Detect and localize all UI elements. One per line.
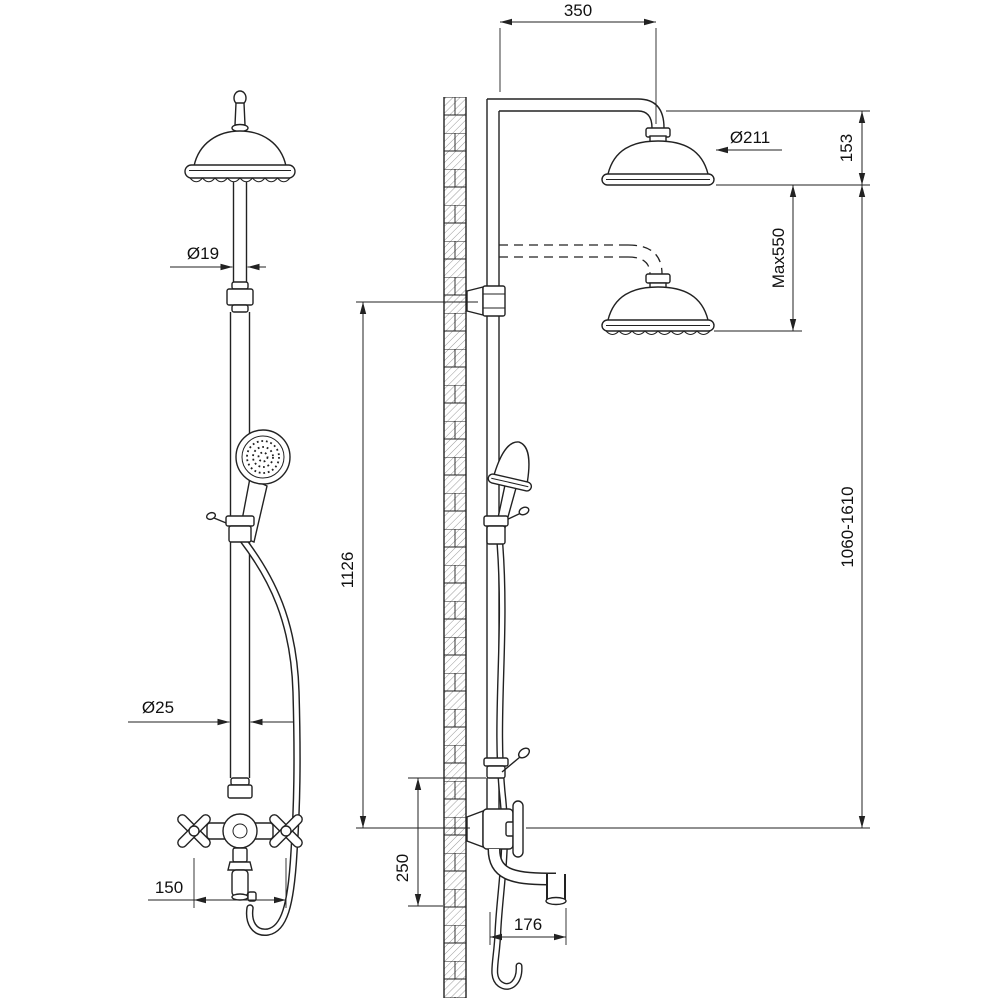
slider-bracket-side — [483, 506, 530, 545]
dim-arm-to-head-drop-label: 153 — [837, 134, 856, 162]
front-view — [177, 90, 303, 936]
dim-max-height-adjust: Max550 — [714, 185, 802, 332]
mixer-front — [177, 777, 303, 902]
dim-column-length-label: 1126 — [338, 552, 357, 589]
dimensions: 350 Ø211 153 Max550 1060-1610 — [128, 1, 870, 945]
dim-overall-height-range-label: 1060-1610 — [838, 486, 857, 567]
dim-lower-pipe-diameter: Ø25 — [128, 698, 293, 726]
dim-lower-pipe-diameter-label: Ø25 — [142, 698, 174, 717]
riser-pipe-front — [229, 182, 251, 778]
overhead-shower-front — [184, 90, 296, 183]
adjustable-arm-dashed — [499, 244, 663, 275]
dim-handle-span: 150 — [148, 858, 287, 908]
dim-top-width: 350 — [499, 1, 657, 124]
dim-max-height-adjust-label: Max550 — [769, 228, 788, 288]
right-cross-handle — [269, 814, 303, 848]
dim-handle-span-label: 150 — [155, 878, 183, 897]
dim-upper-pipe-diameter-label: Ø19 — [187, 244, 219, 263]
dim-spout-reach: 176 — [489, 908, 567, 945]
dim-head-diameter: Ø211 — [716, 128, 782, 154]
dim-overall-height-range: 1060-1610 — [526, 185, 870, 829]
overhead-shower-side — [601, 127, 715, 186]
shower-hose-front — [239, 536, 301, 936]
pipe-union-front — [226, 281, 254, 313]
dim-spout-reach-label: 176 — [514, 915, 542, 934]
dim-mixer-to-spout-drop: 250 — [393, 777, 486, 907]
wall-section — [443, 97, 467, 998]
side-view — [466, 98, 715, 990]
slider-bracket-front — [205, 511, 255, 543]
spout-side — [487, 848, 567, 906]
mixer-side — [466, 747, 567, 906]
dim-top-width-label: 350 — [564, 1, 592, 20]
dim-column-length: 1126 — [338, 301, 478, 829]
left-cross-handle — [177, 814, 211, 848]
wall-union-side — [466, 285, 506, 317]
dim-upper-pipe-diameter: Ø19 — [170, 244, 266, 271]
dim-mixer-to-spout-drop-label: 250 — [393, 854, 412, 882]
dim-head-diameter-label: Ø211 — [730, 128, 770, 147]
overhead-shower-lower-position — [601, 273, 715, 335]
